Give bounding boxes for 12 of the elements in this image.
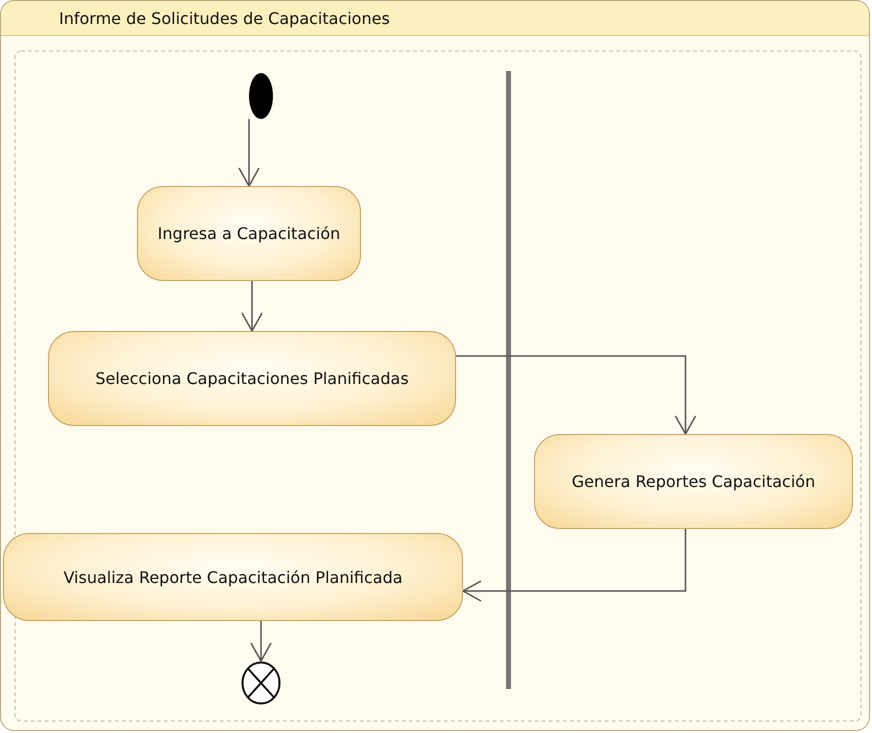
control-flow-arrow [241,281,263,332]
initial-node [249,73,273,119]
action-box: Selecciona Capacitaciones Planificadas [48,331,456,426]
action-box: Ingresa a Capacitación [137,186,361,281]
frame-title: Informe de Solicitudes de Capacitaciones [59,9,390,28]
action-box: Visualiza Reporte Capacitación Planificada [3,533,463,621]
control-flow-arrow [238,119,260,187]
control-flow-arrow [250,621,272,662]
control-flow-arrow [462,529,686,602]
control-flow-arrow [456,355,696,435]
final-node [241,661,281,705]
action-box: Genera Reportes Capacitación [534,434,853,529]
